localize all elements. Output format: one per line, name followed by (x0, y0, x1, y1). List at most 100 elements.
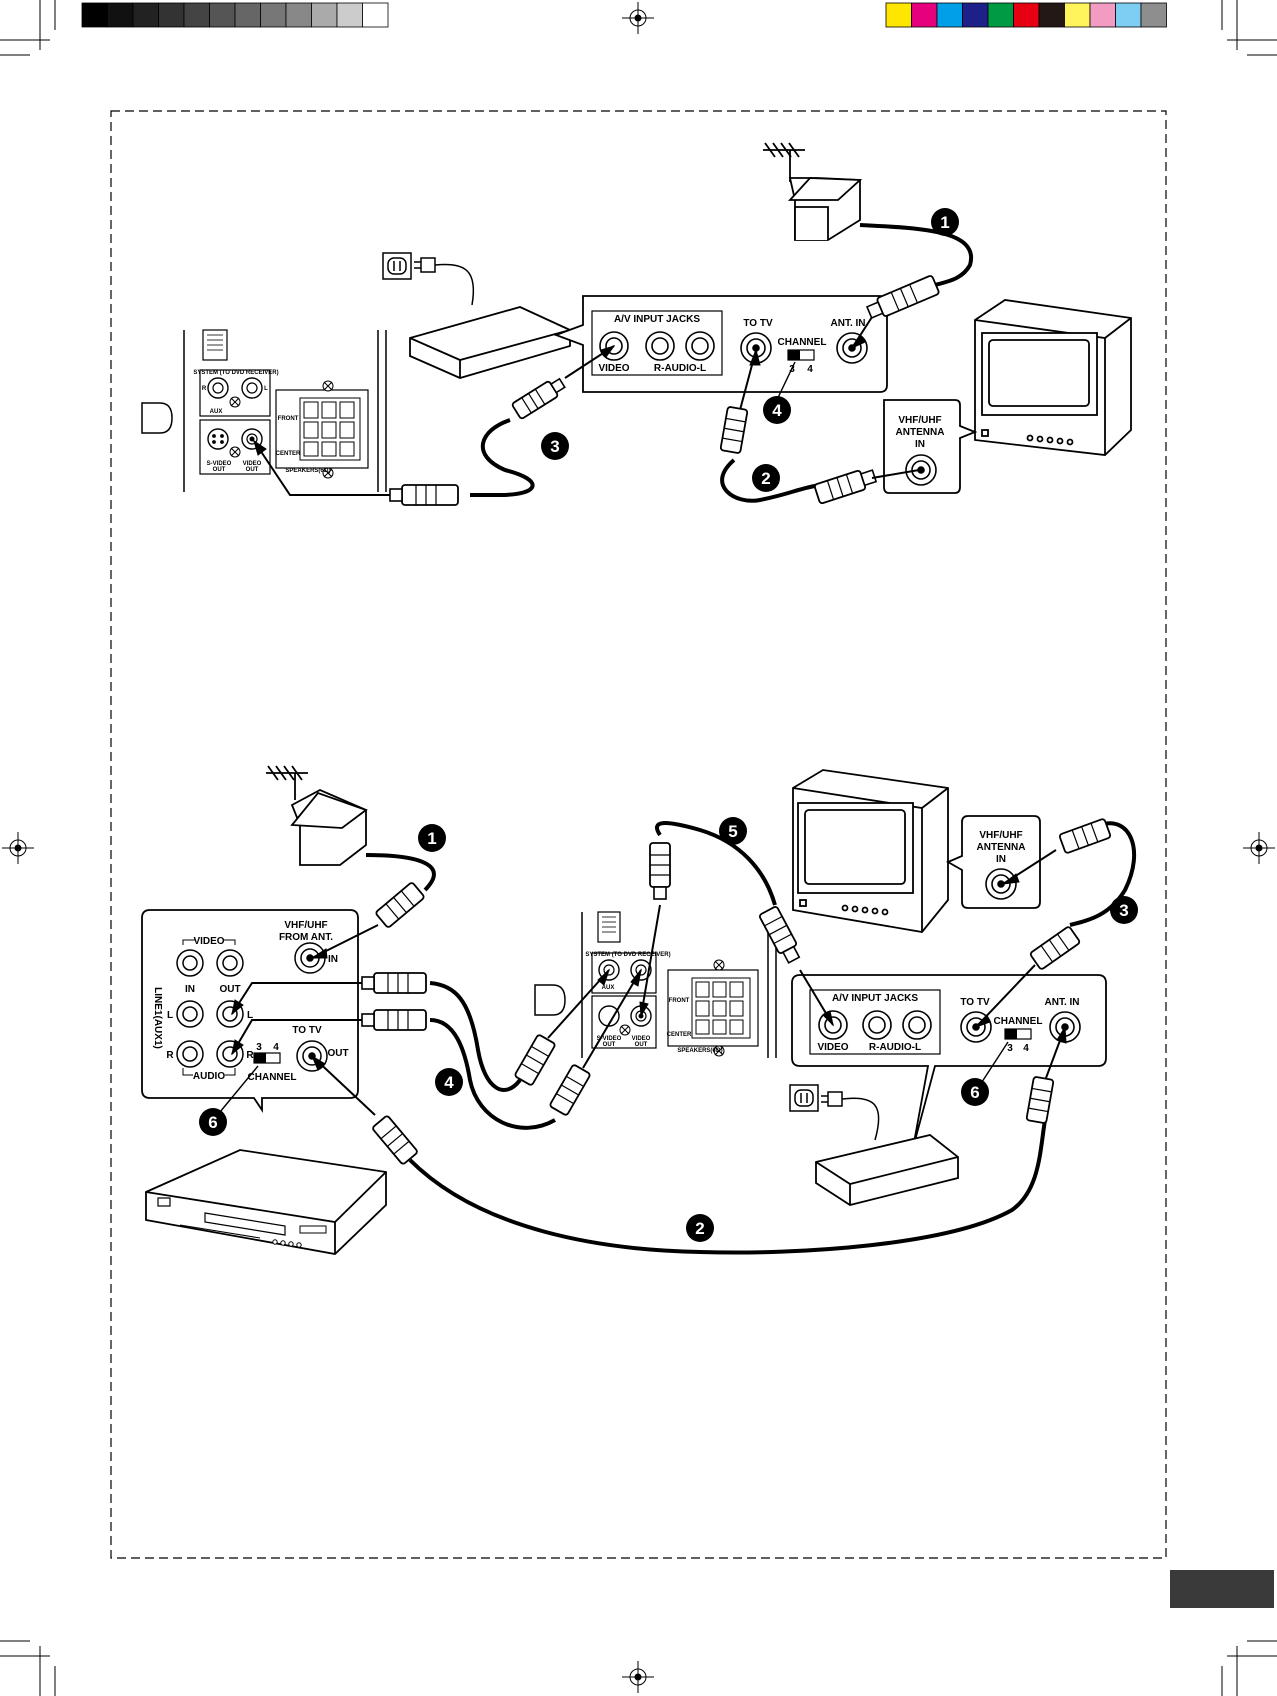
step-6-marker-vcr: 6 (199, 1108, 227, 1136)
step-3-marker-bottom: 3 (1110, 896, 1138, 924)
registration-mark-bottom (622, 1661, 654, 1693)
tv-antenna-label-2-bottom: ANTENNA (977, 842, 1026, 853)
tv-antenna-label-2: ANTENNA (896, 427, 945, 438)
vcr-icon (145, 1149, 387, 1255)
vcr-r-label-out: R (246, 1050, 254, 1061)
vcr-tv-out-label: OUT (327, 1048, 348, 1059)
vcr-l-label-out: L (247, 1010, 253, 1021)
rear-video-out-label-1-bottom: VIDEO (632, 1036, 651, 1042)
color-swatch (209, 2, 236, 28)
color-swatch (885, 2, 912, 28)
process-color-bar (885, 2, 1167, 28)
color-swatch (311, 2, 338, 28)
page-tab (1170, 1570, 1274, 1608)
step-6-marker-cable-box: 6 (961, 1078, 989, 1106)
rear-front-label: FRONT (278, 416, 299, 422)
wall-outlet-icon-bottom (789, 1084, 819, 1112)
channel-switch-top (787, 349, 815, 361)
rear-aux-label: AUX (210, 409, 223, 415)
av-input-jacks-label-bottom: A/V INPUT JACKS (832, 993, 918, 1004)
video-label: VIDEO (598, 363, 629, 374)
rear-r-label: R (202, 386, 207, 392)
vcr-audio-out-l-jack (216, 1000, 244, 1028)
vcr-r-label-in: R (166, 1050, 174, 1061)
audio-label-bottom: R-AUDIO-L (869, 1042, 921, 1053)
antenna-house-icon-bottom (266, 765, 368, 866)
color-swatch (107, 2, 134, 28)
vcr-ch3-label: 3 (256, 1042, 262, 1053)
av-input-jacks-label: A/V INPUT JACKS (614, 314, 700, 325)
step-5-marker-bottom: 5 (719, 817, 747, 845)
antenna-house-icon (763, 142, 863, 241)
svg-text:4: 4 (772, 401, 782, 420)
tv-antenna-jack-top (905, 454, 937, 486)
power-plug-icon (414, 257, 475, 306)
television-icon-bottom (792, 769, 949, 933)
dashed-frame (110, 110, 1167, 1559)
color-swatch (260, 2, 287, 28)
vcr-audio-out-r-jack (216, 1040, 244, 1068)
rear-video-out-label-2: OUT (246, 467, 259, 473)
step-1-marker-bottom: 1 (418, 824, 446, 852)
rear-system-label: SYSTEM (TO DVD RECEIVER) (193, 370, 278, 376)
cable-1-bottom (310, 853, 436, 959)
vcr-from-ant-label-2: FROM ANT. (279, 932, 333, 943)
rear-speakers-label-bottom: SPEAKERS(6Ω) (677, 1048, 722, 1054)
vcr-line-label: LINE1(AUX1) (152, 987, 163, 1049)
vcr-channel-pointer (219, 1065, 259, 1113)
vcr-in-label: IN (185, 984, 195, 995)
audio-r-jack-top (645, 331, 675, 361)
channel-4-label: 4 (807, 364, 813, 375)
vcr-video-out-jack (216, 949, 244, 977)
tv-antenna-label-1: VHF/UHF (898, 415, 941, 426)
ant-in-label: ANT. IN (831, 318, 866, 329)
svg-text:3: 3 (550, 437, 559, 456)
audio-label: R-AUDIO-L (654, 363, 706, 374)
to-tv-label: TO TV (743, 318, 773, 329)
cable-box-back-panel: A/V INPUT JACKS VIDEO R-AUDIO-L TO TV CH… (553, 295, 888, 393)
vcr-out-label: OUT (219, 984, 240, 995)
color-swatch (132, 2, 159, 28)
vcr-video-in-jack (176, 949, 204, 977)
step-2-marker-top: 2 (752, 464, 780, 492)
vcr-to-tv-label: TO TV (292, 1025, 322, 1036)
color-swatch (1064, 2, 1091, 28)
vcr-channel-label: CHANNEL (248, 1072, 297, 1083)
vcr-ant-in-label: IN (328, 954, 338, 965)
vcr-channel-switch (253, 1052, 281, 1064)
cable-5-bottom (639, 821, 834, 1027)
rear-svideo-label-1: S-VIDEO (207, 461, 232, 467)
color-swatch (936, 2, 963, 28)
tv-antenna-label-3: IN (915, 439, 925, 450)
cable-4-bottom (231, 968, 642, 1130)
color-swatch (1089, 2, 1116, 28)
color-swatch (962, 2, 989, 28)
tv-antenna-input-callout-top: VHF/UHF ANTENNA IN (883, 399, 978, 494)
step-2-marker-bottom: 2 (686, 1214, 714, 1242)
rear-svideo-label-1-bottom: S-VIDEO (597, 1036, 622, 1042)
channel-label-bottom: CHANNEL (994, 1016, 1043, 1027)
rear-video-out-label-2-bottom: OUT (635, 1042, 648, 1048)
color-swatch (911, 2, 938, 28)
vcr-audio-label: AUDIO (193, 1071, 225, 1082)
cable-3-top (253, 345, 616, 506)
cable-1-top (850, 223, 974, 350)
cable-3-bottom (975, 818, 1136, 1028)
audio-r-jack-bottom (862, 1010, 892, 1040)
channel-3-label-bottom: 3 (1007, 1043, 1013, 1054)
power-plug-icon-bottom (821, 1091, 880, 1141)
color-swatch (81, 2, 108, 28)
audio-l-jack-bottom (902, 1010, 932, 1040)
vcr-ant-in-jack (294, 942, 326, 974)
svg-text:2: 2 (695, 1219, 704, 1238)
svg-text:1: 1 (427, 829, 436, 848)
step-1-marker-top: 1 (931, 208, 959, 236)
channel-4-label-bottom: 4 (1023, 1043, 1029, 1054)
channel-switch-bottom (1004, 1028, 1032, 1040)
step-4-marker-top: 4 (763, 396, 791, 424)
audio-l-jack-top (685, 331, 715, 361)
vcr-ch4-label: 4 (273, 1042, 279, 1053)
cable-2-bottom (310, 1025, 1067, 1255)
vcr-audio-in-r-jack (176, 1040, 204, 1068)
